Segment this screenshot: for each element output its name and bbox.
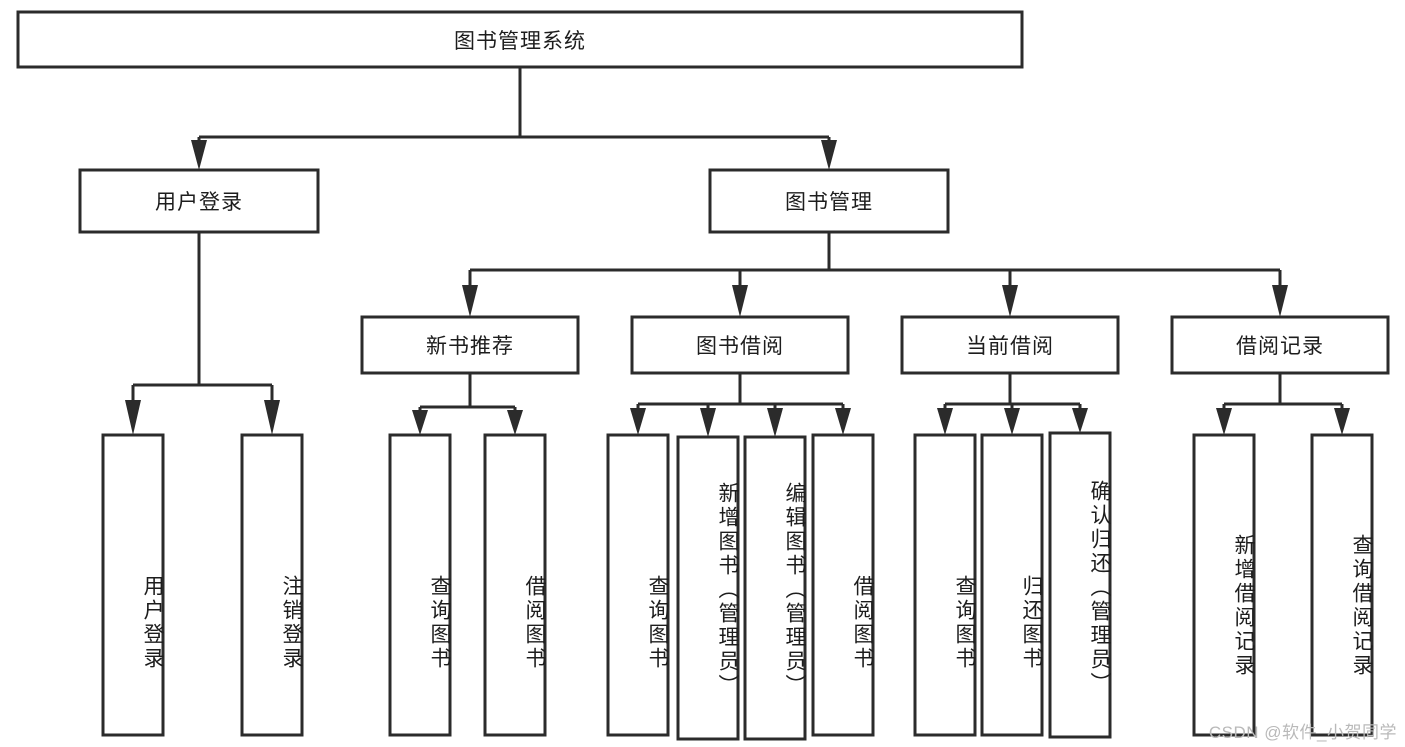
- arrow-bb-to-add-book: [700, 408, 716, 437]
- node-box-root[interactable]: [16, 10, 1024, 69]
- arrow-bm-to-current-borrow: [1002, 285, 1018, 317]
- arrow-bm-to-book-borrow: [732, 285, 748, 317]
- node-box-leaf-query-book-bb[interactable]: [606, 433, 670, 737]
- arrow-cb-to-query-book: [937, 408, 953, 435]
- arrow-bb-to-query-book: [630, 408, 646, 435]
- node-box-current-borrow[interactable]: [900, 315, 1120, 375]
- node-box-leaf-query-book-nbr[interactable]: [388, 433, 452, 737]
- arrow-nbr-to-query-book: [412, 410, 428, 435]
- node-box-leaf-borrow-book-bb[interactable]: [811, 433, 875, 737]
- node-box-leaf-query-record[interactable]: [1310, 433, 1374, 737]
- node-box-leaf-return-book[interactable]: [980, 433, 1044, 737]
- node-box-leaf-borrow-book-nbr[interactable]: [483, 433, 547, 737]
- node-box-user-login[interactable]: [78, 168, 320, 234]
- csdn-watermark: CSDN @软件_小贺同学: [1208, 723, 1397, 742]
- node-box-borrow-records[interactable]: [1170, 315, 1390, 375]
- arrow-bb-to-borrow-book: [835, 408, 851, 435]
- arrow-nbr-to-borrow-book: [507, 410, 523, 435]
- node-box-book-management[interactable]: [708, 168, 950, 234]
- arrow-br-to-query-record: [1334, 408, 1350, 435]
- node-box-leaf-user-login[interactable]: [101, 433, 165, 737]
- arrow-user-login-to-leaf-logout: [264, 400, 280, 435]
- node-box-leaf-query-book-cb[interactable]: [913, 433, 977, 737]
- arrow-bm-to-new-book-recommend: [462, 285, 478, 317]
- arrow-bb-to-edit-book: [767, 408, 783, 437]
- node-box-leaf-confirm-return-admin[interactable]: [1048, 431, 1112, 739]
- node-box-leaf-edit-book-admin[interactable]: [743, 435, 807, 741]
- arrow-bm-to-borrow-records: [1272, 285, 1288, 317]
- arrow-cb-to-confirm-return: [1072, 408, 1088, 433]
- arrow-cb-to-return-book: [1004, 408, 1020, 435]
- arrow-br-to-add-record: [1216, 408, 1232, 435]
- arrow-root-to-user-login: [191, 140, 207, 170]
- arrow-root-to-book-management: [821, 140, 837, 170]
- node-box-book-borrow[interactable]: [630, 315, 850, 375]
- node-box-leaf-add-book-admin[interactable]: [676, 435, 740, 741]
- node-box-leaf-logout[interactable]: [240, 433, 304, 737]
- arrow-user-login-to-leaf-user-login: [125, 400, 141, 435]
- node-box-leaf-add-record[interactable]: [1192, 433, 1256, 737]
- node-box-new-book-recommend[interactable]: [360, 315, 580, 375]
